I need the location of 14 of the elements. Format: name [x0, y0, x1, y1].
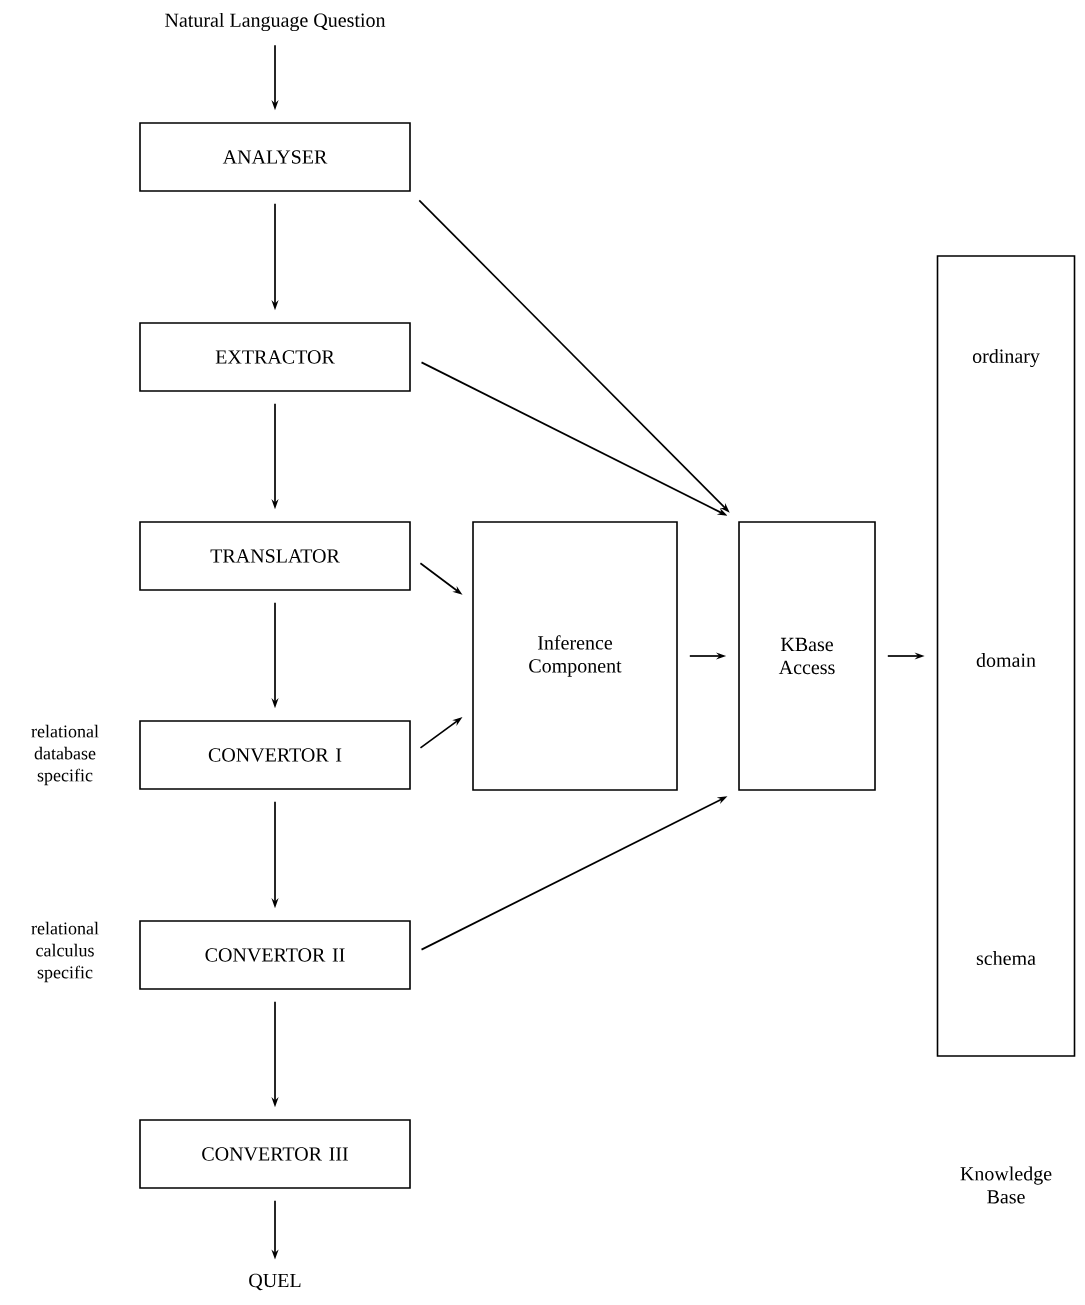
side-note: relational calculus specific [31, 921, 99, 983]
process-box: CONVERTOR III [139, 1119, 411, 1189]
process-box: KBase Access [738, 521, 876, 791]
side-note: relational database specific [31, 724, 99, 786]
caption: Knowledge Base [960, 1166, 1052, 1204]
process-box: EXTRACTOR [139, 322, 411, 392]
process-box: ANALYSER [139, 122, 411, 192]
io-label: Natural Language Question [165, 12, 386, 32]
process-box: Inference Component [472, 521, 678, 791]
process-box: TRANSLATOR [139, 521, 411, 591]
process-box: CONVERTOR II [139, 920, 411, 990]
knowledge-base-column: ordinary domain schema [936, 255, 1076, 1057]
process-box: CONVERTOR I [139, 720, 411, 790]
io-label: QUEL [249, 1273, 301, 1291]
